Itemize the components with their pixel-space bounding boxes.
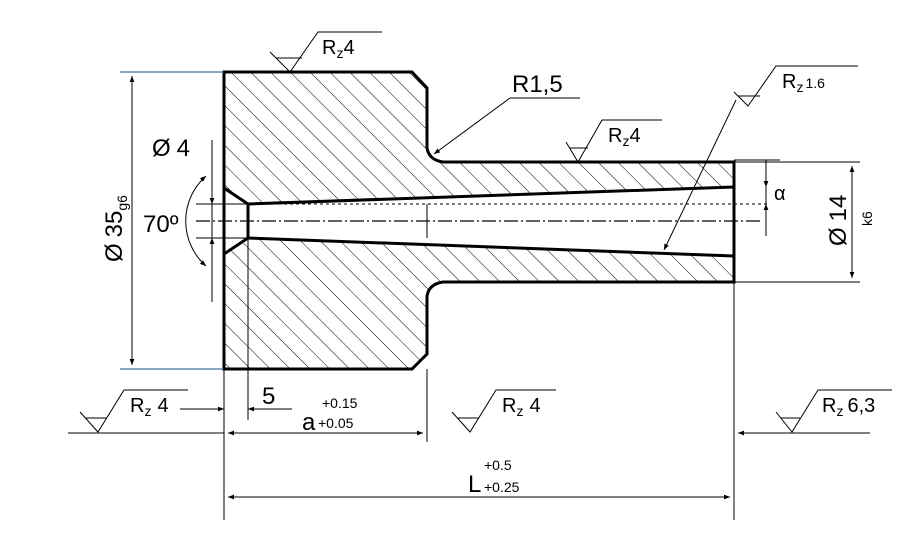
svg-text:Rz1.6: Rz1.6 [782, 71, 825, 95]
svg-text:L: L [468, 471, 481, 498]
svg-text:α: α [774, 183, 786, 205]
upper-section-hatch [224, 72, 734, 204]
svg-text:Rz6,3: Rz6,3 [822, 395, 875, 419]
part-section [222, 70, 736, 371]
svg-text:Ø35g6: Ø35g6 [101, 195, 130, 262]
svg-text:Rz4: Rz4 [322, 37, 355, 61]
dimension-L: L +0.5 +0.25 [228, 282, 870, 520]
svg-text:+0.05: +0.05 [318, 415, 354, 431]
svg-text:Rz4: Rz4 [608, 125, 641, 149]
radius-callout: R1,5 [433, 71, 580, 155]
svg-text:+0.5: +0.5 [484, 457, 512, 473]
angle-alpha: α [734, 159, 786, 236]
svg-text:Ø14: Ø14 [825, 195, 852, 246]
svg-text:R1,5: R1,5 [512, 71, 563, 98]
lower-section-hatch [224, 238, 734, 369]
svg-text:k6: k6 [859, 211, 875, 226]
svg-text:5: 5 [262, 383, 275, 410]
dimension-diameter-35: Ø35g6 [101, 71, 224, 370]
svg-text:70º: 70º [143, 211, 179, 238]
svg-text:Rz4: Rz4 [502, 395, 541, 419]
dimension-diameter-14: Ø14 k6 [734, 161, 875, 283]
dimension-length-5: 5 [180, 238, 292, 520]
svg-text:Rz4: Rz4 [130, 395, 169, 419]
svg-text:+0.15: +0.15 [322, 395, 358, 411]
dimension-angle-70: 70º [143, 175, 207, 267]
roughness-symbol-top-left: Rz4 [269, 31, 382, 73]
roughness-symbol-shaft: Rz4 [565, 119, 662, 163]
svg-text:+0.25: +0.25 [484, 479, 520, 495]
svg-text:a: a [302, 409, 316, 436]
svg-text:Ø4: Ø4 [152, 135, 190, 162]
dimension-a: a +0.15 +0.05 [68, 369, 428, 442]
